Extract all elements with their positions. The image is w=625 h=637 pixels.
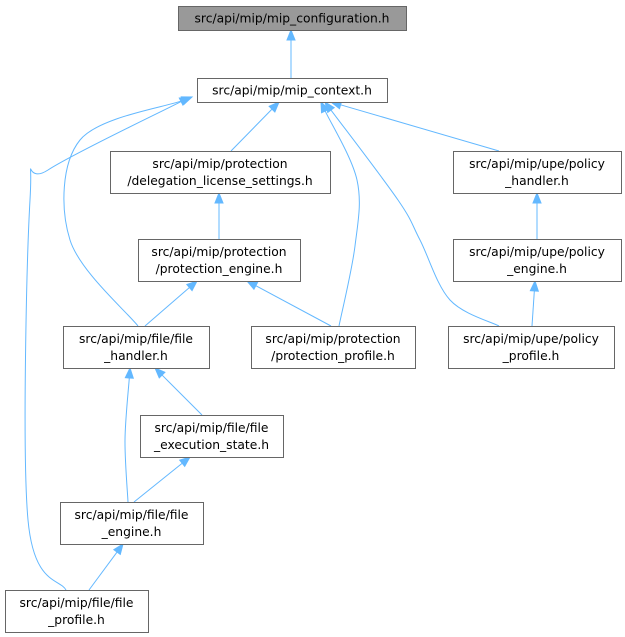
node-label-line: /protection_profile.h	[271, 349, 395, 363]
node-box	[251, 326, 416, 369]
node-label-line: src/api/mip/upe/policy	[469, 157, 605, 171]
edges-layer	[24, 28, 542, 591]
node-box	[140, 415, 284, 458]
arrowhead-icon	[185, 280, 199, 292]
node-label-line: src/api/mip/file/file	[75, 508, 189, 522]
edge-file-engine-to-file-handler	[124, 366, 134, 503]
edge-protection-profile-to-mip-context	[320, 100, 360, 327]
edge-line	[255, 285, 332, 327]
edge-line	[88, 551, 118, 591]
edge-line	[531, 290, 535, 327]
arrowhead-icon	[124, 366, 134, 379]
node-box	[178, 6, 407, 31]
edge-line	[324, 110, 360, 327]
node-mip-configuration[interactable]: src/api/mip/mip_configuration.h	[178, 6, 407, 31]
node-delegation-license-settings[interactable]: src/api/mip/protection/delegation_licens…	[110, 151, 331, 194]
edge-line	[63, 100, 183, 327]
node-label-line: _handler.h	[504, 174, 569, 188]
node-upe-policy-engine[interactable]: src/api/mip/upe/policy _engine.h	[453, 239, 622, 282]
node-upe-policy-profile[interactable]: src/api/mip/upe/policy _profile.h	[448, 326, 615, 369]
edge-line	[24, 101, 182, 591]
node-box	[63, 326, 210, 369]
node-label-line: _engine.h	[101, 525, 162, 539]
arrowhead-icon	[154, 367, 166, 379]
edge-upe-policy-profile-to-upe-policy-engine	[529, 279, 540, 327]
node-label-line: src/api/mip/mip_configuration.h	[195, 12, 390, 26]
edge-line	[330, 109, 500, 327]
node-label-line: src/api/mip/file/file	[20, 596, 134, 610]
node-mip-context[interactable]: src/api/mip/mip_context.h	[197, 78, 388, 103]
node-label-line: _engine.h	[506, 262, 567, 276]
arrowhead-icon	[112, 542, 124, 556]
node-box	[60, 502, 204, 545]
nodes-layer: src/api/mip/mip_configuration.h src/api/m…	[5, 6, 622, 633]
node-box	[110, 151, 331, 194]
node-label-line: src/api/mip/file/file	[155, 421, 269, 435]
arrowhead-icon	[324, 100, 336, 114]
arrowhead-icon	[532, 191, 542, 204]
node-file-engine[interactable]: src/api/mip/file/file _engine.h	[60, 502, 204, 545]
node-file-handler[interactable]: src/api/mip/file/file _handler.h	[63, 326, 210, 369]
node-label-line: _execution_state.h	[153, 438, 269, 452]
edge-upe-policy-engine-to-upe-policy-handler	[532, 191, 542, 239]
edge-file-handler-to-protection-engine	[144, 280, 199, 327]
node-box	[453, 239, 622, 282]
arrowhead-icon	[286, 28, 296, 41]
node-label-line: _profile.h	[47, 613, 105, 627]
edge-file-profile-to-mip-context	[24, 96, 192, 591]
arrowhead-icon	[178, 96, 192, 107]
node-label-line: src/api/mip/file/file	[79, 332, 193, 346]
edge-protection-engine-to-delegation-license-settings	[214, 191, 224, 239]
edge-file-profile-to-file-engine	[88, 542, 124, 591]
edge-protection-profile-to-protection-engine	[245, 280, 332, 327]
edge-upe-policy-profile-to-mip-context	[324, 100, 500, 327]
node-label-line: /protection_engine.h	[156, 262, 283, 276]
node-file-profile[interactable]: src/api/mip/file/file _profile.h	[5, 590, 149, 633]
node-box	[5, 590, 149, 633]
edge-mip-context-to-mip-configuration	[286, 28, 296, 78]
node-box	[453, 151, 622, 194]
node-upe-policy-handler[interactable]: src/api/mip/upe/policy _handler.h	[453, 151, 622, 194]
node-label-line: src/api/mip/mip_context.h	[212, 84, 372, 98]
node-label-line: src/api/mip/protection	[265, 332, 400, 346]
edge-line	[230, 108, 273, 152]
arrowhead-icon	[178, 456, 192, 468]
arrowhead-icon	[529, 279, 540, 292]
edge-line	[124, 377, 130, 503]
edge-file-engine-to-file-execution-state	[133, 456, 192, 503]
arrowhead-icon	[214, 191, 224, 204]
node-label-line: _handler.h	[103, 349, 168, 363]
edge-line	[340, 104, 500, 152]
node-file-execution-state[interactable]: src/api/mip/file/file _execution_state.h	[140, 415, 284, 458]
node-box	[138, 239, 301, 282]
edge-file-execution-state-to-file-handler	[154, 367, 203, 416]
node-protection-engine[interactable]: src/api/mip/protection/protection_engine…	[138, 239, 301, 282]
edge-line	[161, 374, 203, 416]
edge-file-handler-to-mip-context	[63, 96, 194, 327]
arrowhead-icon	[268, 101, 280, 113]
node-label-line: _profile.h	[502, 349, 560, 363]
edge-delegation-license-settings-to-mip-context	[230, 101, 280, 152]
node-label-line: /delegation_license_settings.h	[127, 174, 312, 188]
node-label-line: src/api/mip/upe/policy	[463, 332, 599, 346]
node-label-line: src/api/mip/protection	[151, 245, 286, 259]
node-protection-profile[interactable]: src/api/mip/protection/protection_profil…	[251, 326, 416, 369]
arrowhead-icon	[245, 280, 259, 291]
node-box	[197, 78, 388, 103]
edge-line	[144, 287, 190, 327]
node-label-line: src/api/mip/protection	[152, 157, 287, 171]
node-label-line: src/api/mip/upe/policy	[469, 245, 605, 259]
edge-line	[133, 462, 183, 503]
node-box	[448, 326, 615, 369]
